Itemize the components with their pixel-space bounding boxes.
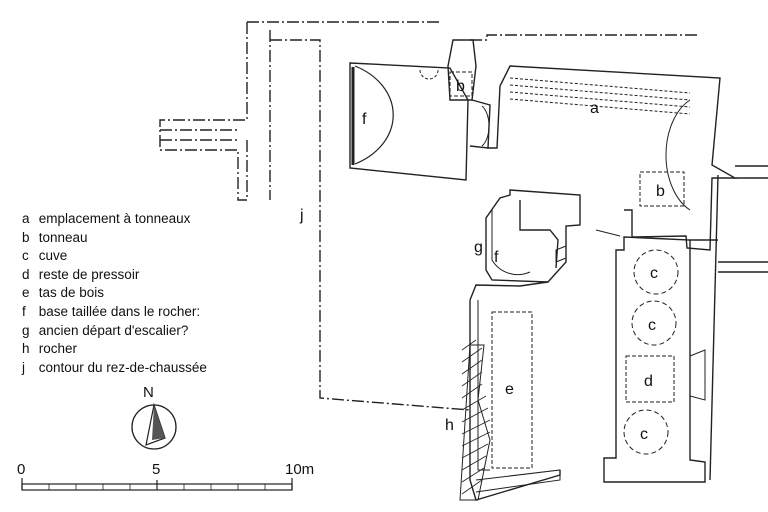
legend-key: g	[22, 322, 30, 338]
vat-c2	[631, 300, 677, 346]
plan-label-b1: b	[456, 78, 465, 95]
legend-text: tas de bois	[38, 285, 105, 301]
legend-text: cuve	[38, 248, 68, 264]
legend-item: h rocher	[22, 340, 207, 359]
ground-floor-contour	[159, 21, 700, 411]
legend-item: f base taillée dans le rocher:	[22, 303, 207, 322]
legend-item: g ancien départ d'escalier?	[22, 322, 207, 341]
plan-label-j: j	[299, 207, 304, 224]
press-d	[625, 355, 675, 403]
plan-label-c1: c	[650, 265, 658, 282]
scale-tick-10m: 10m	[285, 461, 314, 478]
legend: a emplacement à tonneaux b tonneau c cuv…	[22, 210, 207, 377]
scale-tick-0: 0	[17, 461, 25, 478]
legend-text: emplacement à tonneaux	[38, 211, 191, 226]
legend-text: tonneau	[38, 229, 88, 245]
legend-key: j	[22, 359, 25, 375]
barrel-b2	[639, 171, 685, 207]
legend-item: e tas de bois	[22, 284, 207, 303]
legend-text: ancien départ d'escalier?	[38, 322, 189, 338]
rock-h	[459, 344, 491, 501]
north-label: N	[143, 384, 154, 401]
legend-key: d	[22, 266, 30, 282]
plan-label-f2: f	[494, 249, 499, 266]
legend-item: j contour du rez-de-chaussée	[22, 359, 207, 378]
plan-label-e: e	[505, 381, 514, 398]
north-arrow: N	[131, 384, 177, 450]
plan-label-d: d	[644, 373, 653, 390]
plan-label-b2: b	[656, 183, 665, 200]
legend-item: a emplacement à tonneaux	[22, 210, 207, 229]
vat-c3	[623, 409, 669, 455]
legend-text: contour du rez-de-chaussée	[38, 359, 207, 375]
legend-key: b	[22, 229, 30, 245]
legend-text: reste de pressoir	[38, 266, 140, 282]
legend-text: base taillée dans le rocher:	[38, 303, 201, 319]
plan-label-c3: c	[640, 426, 648, 443]
legend-item: b tonneau	[22, 229, 207, 248]
plan-label-f1: f	[362, 111, 367, 128]
scale-bar	[21, 478, 293, 491]
plan-label-h: h	[445, 417, 454, 434]
barrel-b1	[449, 71, 473, 97]
scale-tick-5: 5	[152, 461, 160, 478]
legend-key: f	[22, 303, 26, 319]
north-room-f	[349, 62, 469, 181]
plan-label-c2: c	[648, 317, 656, 334]
legend-text: rocher	[38, 341, 78, 357]
legend-item: d reste de pressoir	[22, 266, 207, 285]
legend-key: c	[22, 248, 29, 264]
woodpile-e	[491, 311, 533, 469]
vat-c1	[633, 249, 679, 295]
plan-label-a: a	[590, 100, 599, 117]
plan-label-g: g	[474, 239, 483, 256]
cellar-room-a	[487, 65, 738, 251]
rock-base-f	[485, 189, 581, 283]
legend-key: e	[22, 285, 30, 301]
legend-item: c cuve	[22, 247, 207, 266]
legend-key: a	[22, 211, 30, 226]
legend-key: h	[22, 341, 30, 357]
